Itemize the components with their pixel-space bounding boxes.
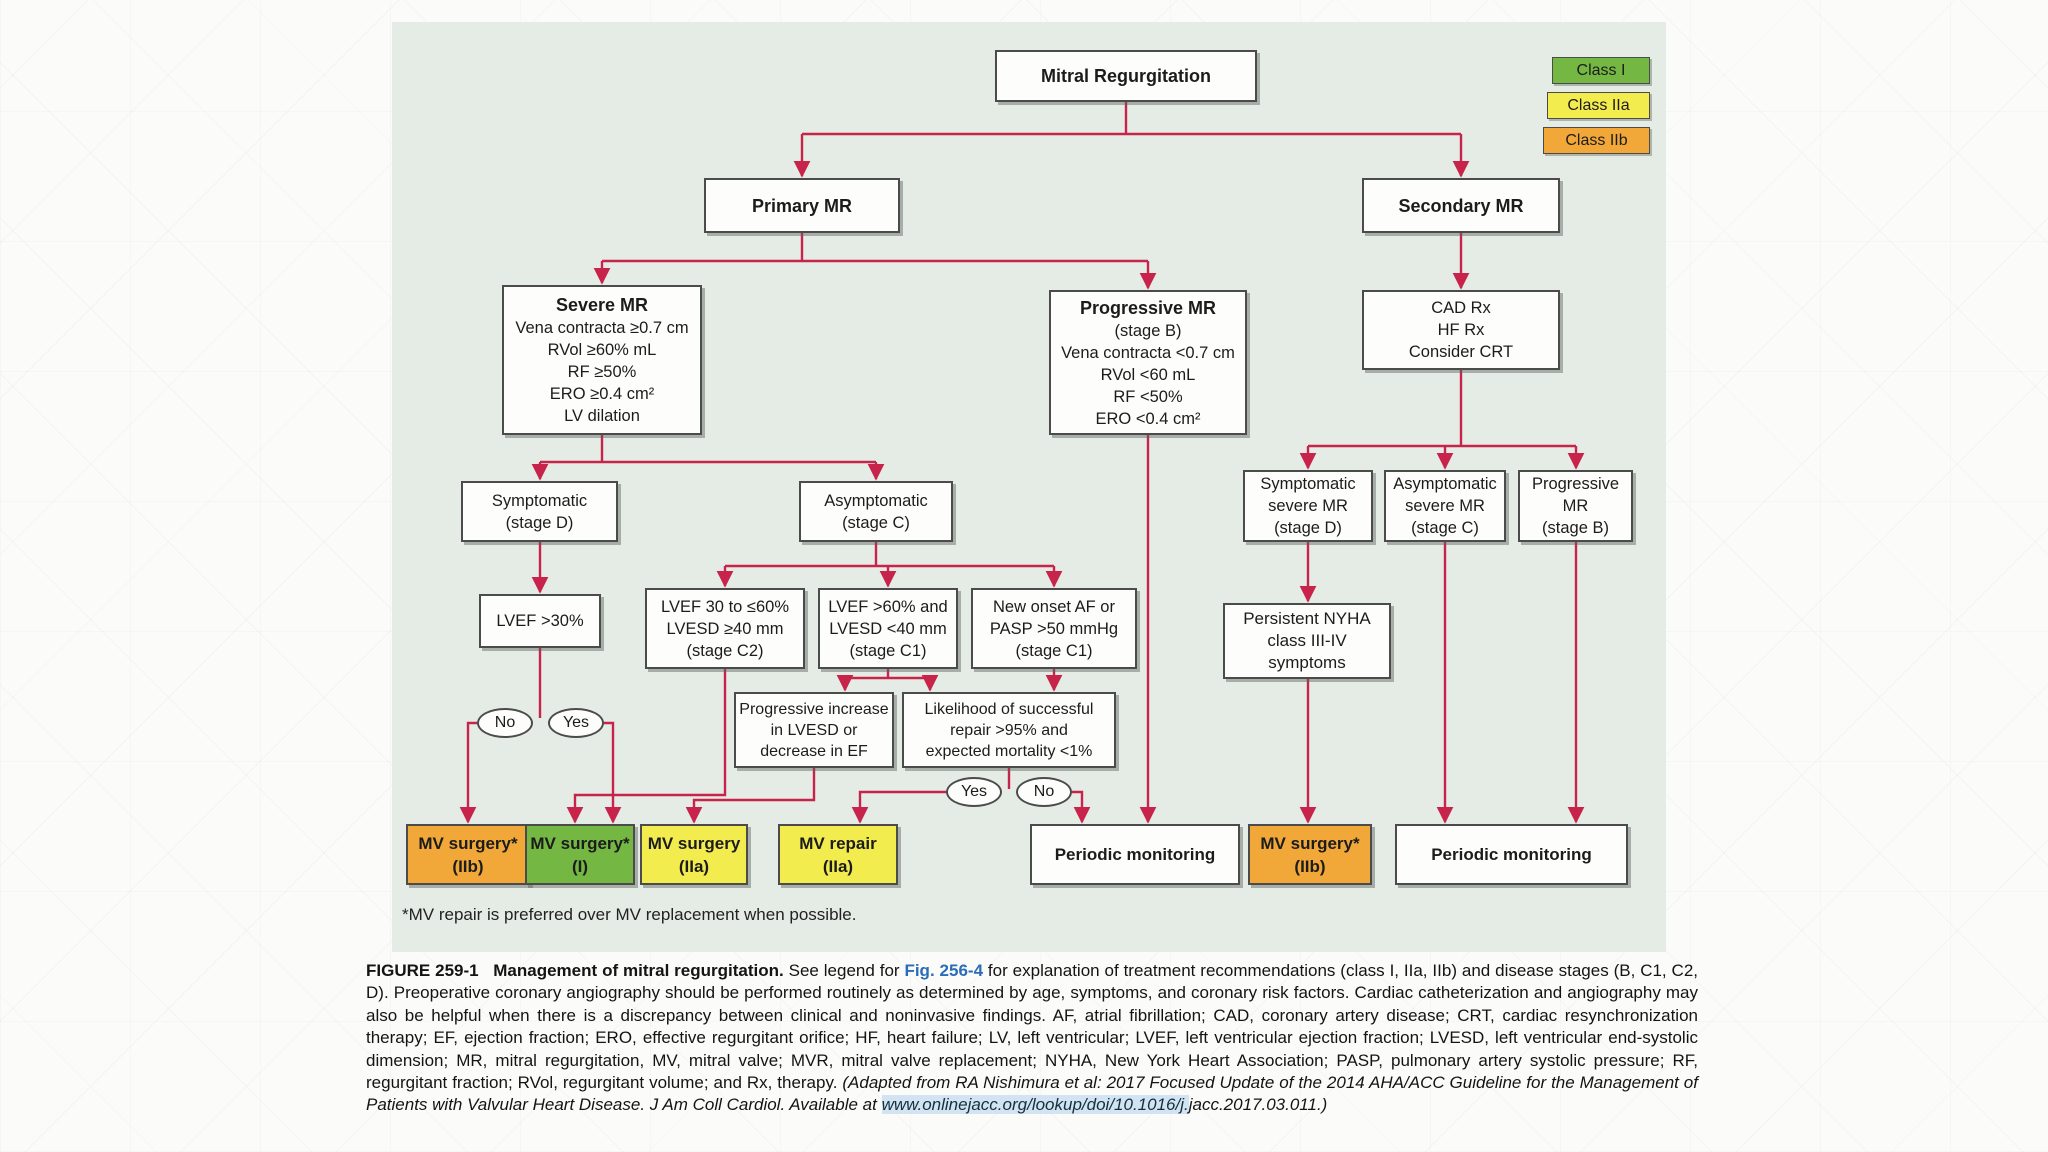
node-line: (I) — [571, 856, 589, 876]
node-progressive-mr-stage-b: Progressive MR (stage B) Vena contracta … — [1049, 290, 1247, 435]
node-title: Severe MR — [555, 295, 649, 315]
node-primary-mr: Primary MR — [704, 178, 900, 233]
node-stage-c1-lvef: LVEF >60% and LVESD <40 mm (stage C1) — [818, 588, 958, 669]
node-line: MV surgery — [647, 833, 741, 853]
node-line: in LVESD or — [770, 721, 858, 739]
legend-class-iib: Class IIb — [1543, 127, 1650, 154]
node-line: LVESD <40 mm — [829, 619, 947, 638]
node-line: MV surgery* — [1260, 833, 1360, 853]
caption-adapted-text: (Adapted from RA Nishimura et al: 2017 F… — [366, 1073, 1698, 1115]
node-line: Consider CRT — [1408, 343, 1514, 361]
legend-class-iia: Class IIa — [1547, 92, 1650, 119]
outcome-mv-surgery-iia: MV surgery (IIa) — [640, 824, 748, 885]
figure-footnote: *MV repair is preferred over MV replacem… — [402, 905, 857, 924]
node-line: Asymptomatic — [824, 491, 928, 510]
decision-oval-no-repair: No — [1016, 777, 1072, 807]
node-line: RVol ≥60% mL — [547, 341, 657, 359]
legend-class-i: Class I — [1552, 57, 1650, 84]
node-line: (stage D) — [1274, 519, 1342, 537]
node-line: Symptomatic — [1260, 475, 1356, 493]
node-line: Persistent NYHA — [1243, 609, 1371, 628]
node-line: Symptomatic — [491, 491, 588, 510]
node-line: (IIb) — [452, 856, 484, 876]
decision-oval-no-lvef: No — [477, 708, 533, 738]
node-secondary-mr: Secondary MR — [1362, 178, 1560, 233]
node-asymptomatic-stage-c: Asymptomatic (stage C) — [799, 481, 953, 542]
node-line: (IIa) — [822, 856, 854, 876]
node-line: expected mortality <1% — [925, 742, 1093, 760]
node-persistent-nyha: Persistent NYHA class III-IV symptoms — [1223, 603, 1391, 679]
caption-doi-link[interactable]: www.onlinejacc.org/lookup/doi/10.1016/j. — [881, 1095, 1189, 1115]
figure-cross-reference-link[interactable]: Fig. 256-4 — [904, 961, 984, 980]
node-line: (stage C) — [842, 513, 910, 532]
decision-oval-yes-lvef: Yes — [548, 708, 604, 738]
node-stage-c1-af-pasp: New onset AF or PASP >50 mmHg (stage C1) — [971, 588, 1137, 669]
node-line: Likelihood of successful — [924, 700, 1094, 718]
caption-doi-tail: jacc.2017.03.011.) — [1188, 1095, 1328, 1115]
node-line: (stage C1) — [849, 641, 927, 660]
node-stage-c2: LVEF 30 to ≤60% LVESD ≥40 mm (stage C2) — [645, 588, 805, 669]
node-symptomatic-stage-d: Symptomatic (stage D) — [461, 481, 618, 542]
node-cad-rx: CAD Rx HF Rx Consider CRT — [1362, 290, 1560, 370]
node-symptomatic-severe-mr: Symptomatic severe MR (stage D) — [1243, 470, 1373, 542]
node-mitral-regurgitation: Mitral Regurgitation — [995, 50, 1257, 102]
node-line: severe MR — [1405, 497, 1485, 515]
node-line: (stage C2) — [686, 641, 764, 660]
node-line: Progressive increase — [739, 700, 889, 718]
node-line: LVEF 30 to ≤60% — [661, 597, 789, 616]
node-line: MV surgery* — [530, 833, 630, 853]
figure-title: Management of mitral regurgitation. — [493, 961, 784, 980]
outcome-periodic-monitoring-primary: Periodic monitoring — [1030, 824, 1240, 885]
node-line: MR — [1562, 497, 1589, 515]
figure-number: FIGURE 259-1 — [366, 961, 479, 980]
outcome-mv-surgery-iib-primary: MV surgery* (IIb) — [406, 824, 530, 885]
node-line: New onset AF or — [993, 597, 1115, 616]
node-line: (stage C) — [1411, 519, 1479, 537]
node-line: LV dilation — [564, 407, 640, 425]
node-line: (stage D) — [505, 513, 574, 532]
node-line: (IIa) — [678, 856, 710, 876]
node-line: Vena contracta ≥0.7 cm — [515, 319, 689, 337]
node-line: (stage B) — [1114, 321, 1182, 340]
node-line: repair >95% and — [950, 721, 1068, 739]
decision-oval-yes-repair: Yes — [946, 777, 1002, 807]
node-line: decrease in EF — [760, 742, 868, 760]
outcome-periodic-monitoring-secondary: Periodic monitoring — [1395, 824, 1628, 885]
node-line: Vena contracta <0.7 cm — [1061, 343, 1235, 362]
node-line: (IIb) — [1294, 856, 1326, 876]
node-asymptomatic-severe-mr: Asymptomatic severe MR (stage C) — [1384, 470, 1506, 542]
node-line: severe MR — [1268, 497, 1348, 515]
node-line: Progressive — [1531, 475, 1620, 493]
node-line: (stage B) — [1542, 519, 1609, 537]
node-progressive-mr-stage-b-secondary: Progressive MR (stage B) — [1518, 470, 1633, 542]
node-line: HF Rx — [1437, 321, 1485, 339]
node-progressive-increase-lvesd: Progressive increase in LVESD or decreas… — [734, 692, 894, 768]
node-line: (stage C1) — [1015, 641, 1093, 660]
node-line: Asymptomatic — [1393, 475, 1497, 493]
caption-text: for explanation of treatment recommendat… — [366, 961, 1698, 1093]
outcome-mv-surgery-i: MV surgery* (I) — [525, 824, 635, 885]
node-line: ERO ≥0.4 cm² — [549, 385, 655, 403]
caption-text: See legend for — [783, 961, 905, 980]
node-line: PASP >50 mmHg — [989, 619, 1119, 638]
node-title: Progressive MR — [1079, 297, 1217, 318]
node-line: LVESD ≥40 mm — [666, 619, 784, 638]
node-line: CAD Rx — [1431, 299, 1491, 317]
node-line: RF <50% — [1113, 387, 1183, 406]
node-line: RF ≥50% — [567, 363, 637, 381]
outcome-mv-repair-iia: MV repair (IIa) — [778, 824, 898, 885]
node-severe-mr: Severe MR Vena contracta ≥0.7 cm RVol ≥6… — [502, 285, 702, 435]
figure-caption: FIGURE 259-1 Management of mitral regurg… — [366, 960, 1698, 1117]
outcome-mv-surgery-iib-secondary: MV surgery* (IIb) — [1248, 824, 1372, 885]
node-line: symptoms — [1268, 653, 1346, 672]
node-line: MV repair — [799, 833, 877, 853]
node-line: MV surgery* — [418, 833, 518, 853]
node-line: ERO <0.4 cm² — [1095, 409, 1201, 428]
node-likelihood-successful-repair: Likelihood of successful repair >95% and… — [902, 692, 1116, 768]
node-lvef-gt-30: LVEF >30% — [479, 594, 601, 648]
node-line: RVol <60 mL — [1100, 365, 1196, 384]
node-line: class III-IV — [1267, 631, 1347, 650]
node-line: LVEF >60% and — [828, 597, 948, 616]
